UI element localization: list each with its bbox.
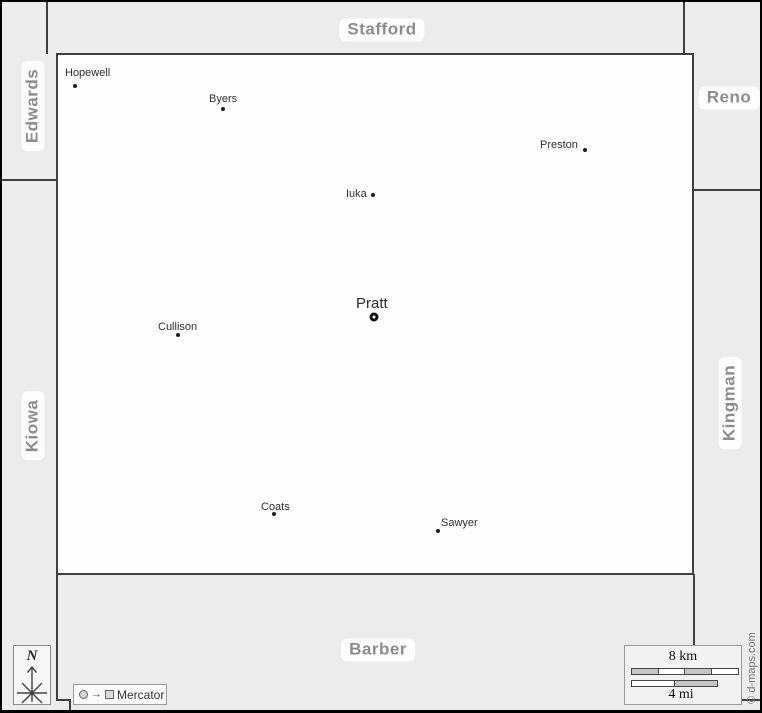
scale-segment (711, 669, 738, 674)
town-dot-hopewell (73, 84, 77, 88)
boundary-edwards-kiowa (2, 179, 57, 181)
boundary-stafford-reno (683, 2, 685, 54)
town-dot-preston (583, 148, 587, 152)
town-dot-iuka (371, 193, 375, 197)
county-label-stafford: Stafford (339, 18, 425, 42)
county-label-kiowa: Kiowa (21, 391, 45, 461)
compass-north-icon (17, 665, 47, 704)
county-label-kingman: Kingman (718, 356, 742, 450)
town-label-cullison: Cullison (158, 321, 198, 333)
arrow-right-icon: → (91, 688, 102, 700)
town-label-byers: Byers (209, 93, 238, 105)
scale-segment (674, 681, 717, 686)
scale-legend: 8 km 4 mi (624, 645, 742, 705)
town-dot-cullison (176, 333, 180, 337)
boundary-edwards-stafford (46, 2, 48, 54)
sphere-icon (79, 690, 88, 699)
county-label-barber: Barber (341, 638, 415, 662)
boundary-kiowa-barber-h (56, 699, 71, 701)
town-dot-coats (272, 512, 276, 516)
town-label-coats: Coats (261, 501, 290, 513)
scale-segment (685, 669, 712, 674)
plane-icon (105, 690, 114, 699)
boundary-kiowa-barber-v2 (69, 699, 71, 710)
county-label-edwards: Edwards (21, 60, 45, 152)
town-label-pratt: Pratt (356, 295, 388, 312)
town-label-sawyer: Sawyer (441, 517, 478, 529)
scale-segment (632, 669, 659, 674)
boundary-kiowa-barber-v (56, 574, 58, 700)
scale-segment (632, 681, 675, 686)
attribution-text: © d-maps.com (746, 632, 758, 704)
boundary-reno-kingman (693, 189, 760, 191)
town-label-preston: Preston (540, 139, 578, 151)
town-label-hopewell: Hopewell (65, 67, 111, 79)
compass-north-label: N (26, 648, 38, 664)
town-dot-byers (221, 107, 225, 111)
county-label-reno: Reno (698, 86, 760, 110)
scale-bar-mi (631, 680, 718, 687)
scale-mi-label: 4 mi (668, 687, 694, 702)
compass-rose: N (13, 645, 51, 705)
town-dot-sawyer (436, 529, 440, 533)
county-seat-icon (369, 312, 379, 322)
scale-bar-km (631, 668, 739, 675)
scale-segment (658, 669, 685, 674)
projection-label: Mercator (117, 687, 165, 702)
boundary-kingman-barber-v (693, 574, 695, 701)
scale-km-label: 8 km (668, 649, 698, 664)
town-label-iuka: Iuka (346, 188, 367, 200)
projection-legend: → Mercator (73, 684, 167, 705)
